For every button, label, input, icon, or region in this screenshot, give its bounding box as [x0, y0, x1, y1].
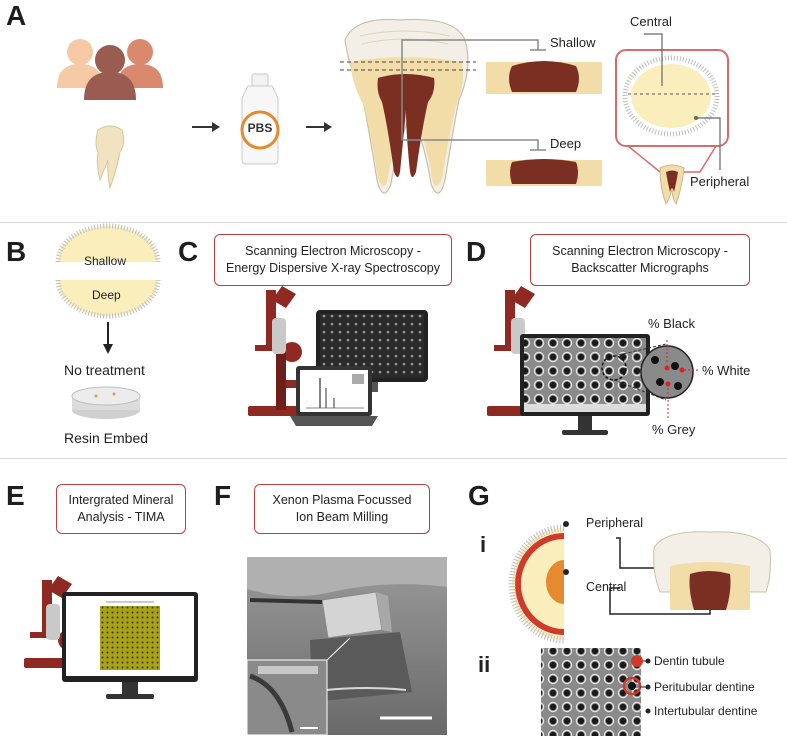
- g-sub-ii: ii: [478, 652, 491, 677]
- white-label: % White: [702, 363, 751, 378]
- g-central-label: Central: [586, 580, 627, 594]
- peripheral-label: Peripheral: [690, 174, 750, 189]
- panel-label-d: D: [466, 236, 487, 267]
- peritubular-label: Peritubular dentine: [654, 680, 755, 694]
- resin-embed-label: Resin Embed: [64, 430, 149, 446]
- f-title-line2: Ion Beam Milling: [295, 510, 389, 524]
- grey-label: % Grey: [652, 422, 696, 437]
- large-tooth-illustration: [340, 18, 476, 194]
- resin-dish-icon: [71, 386, 141, 419]
- pbs-label: PBS: [247, 121, 273, 135]
- pbs-bottle-icon: [240, 73, 280, 165]
- section-connectors: [401, 39, 546, 151]
- divider-1: [0, 222, 787, 223]
- fib-sem-micrograph: [246, 557, 447, 736]
- shallow-slice-illustration: [486, 61, 602, 94]
- arrow-down: [103, 322, 113, 354]
- b-shallow-label: Shallow: [84, 254, 127, 268]
- e-title-line2: Analysis - TIMA: [77, 510, 165, 524]
- deep-label: Deep: [550, 136, 582, 151]
- gi-tooth-crown: [653, 531, 771, 610]
- panel-label-c: C: [178, 236, 199, 267]
- extracted-tooth-icon: [95, 125, 125, 190]
- tima-monitor-e: [62, 592, 198, 699]
- g-sub-i: i: [480, 532, 487, 557]
- deep-slice-illustration: [486, 159, 602, 186]
- no-treatment-label: No treatment: [64, 362, 145, 378]
- shallow-deep-slices: [55, 223, 161, 319]
- arrow-2: [306, 122, 332, 132]
- f-title-box: Xenon Plasma Focussed Ion Beam Milling: [254, 484, 430, 534]
- panel-label-g: G: [468, 480, 490, 511]
- arrow-1: [192, 122, 220, 132]
- dentin-tubule-label: Dentin tubule: [654, 654, 725, 668]
- c-title-line1: Scanning Electron Microscopy -: [245, 244, 421, 258]
- sem-monitor-d: [520, 334, 667, 435]
- sem-monitor-c: [316, 310, 428, 392]
- black-label: % Black: [648, 316, 695, 331]
- panel-label-a: A: [6, 0, 27, 31]
- d-title-box: Scanning Electron Microscopy - Backscatt…: [530, 234, 750, 286]
- f-title-line1: Xenon Plasma Focussed: [272, 493, 412, 507]
- intertubular-label: Intertubular dentine: [654, 704, 758, 718]
- c-title-line2: Energy Dispersive X-ray Spectroscopy: [226, 261, 440, 275]
- e-title-box: Intergrated Mineral Analysis - TIMA: [56, 484, 186, 534]
- e-title-line1: Intergrated Mineral: [68, 493, 174, 507]
- c-title-box: Scanning Electron Microscopy - Energy Di…: [214, 234, 452, 286]
- central-peripheral-diagram: [615, 33, 729, 206]
- divider-2: [0, 458, 787, 459]
- people-icon: [57, 39, 163, 100]
- d-title-line1: Scanning Electron Microscopy -: [552, 244, 728, 258]
- laptop-icon-c: [290, 366, 378, 426]
- shallow-label: Shallow: [550, 35, 596, 50]
- g-peripheral-label: Peripheral: [586, 516, 643, 530]
- panel-label-b: B: [6, 236, 27, 267]
- panel-label-f: F: [214, 480, 232, 511]
- panel-label-e: E: [6, 480, 25, 511]
- central-label: Central: [630, 14, 672, 29]
- gii-tubule-micrograph: [541, 648, 651, 736]
- zoom-circle-d: [640, 340, 700, 420]
- d-title-line2: Backscatter Micrographs: [571, 261, 709, 275]
- b-deep-label: Deep: [92, 288, 121, 302]
- gi-slice-diagram: [508, 521, 720, 644]
